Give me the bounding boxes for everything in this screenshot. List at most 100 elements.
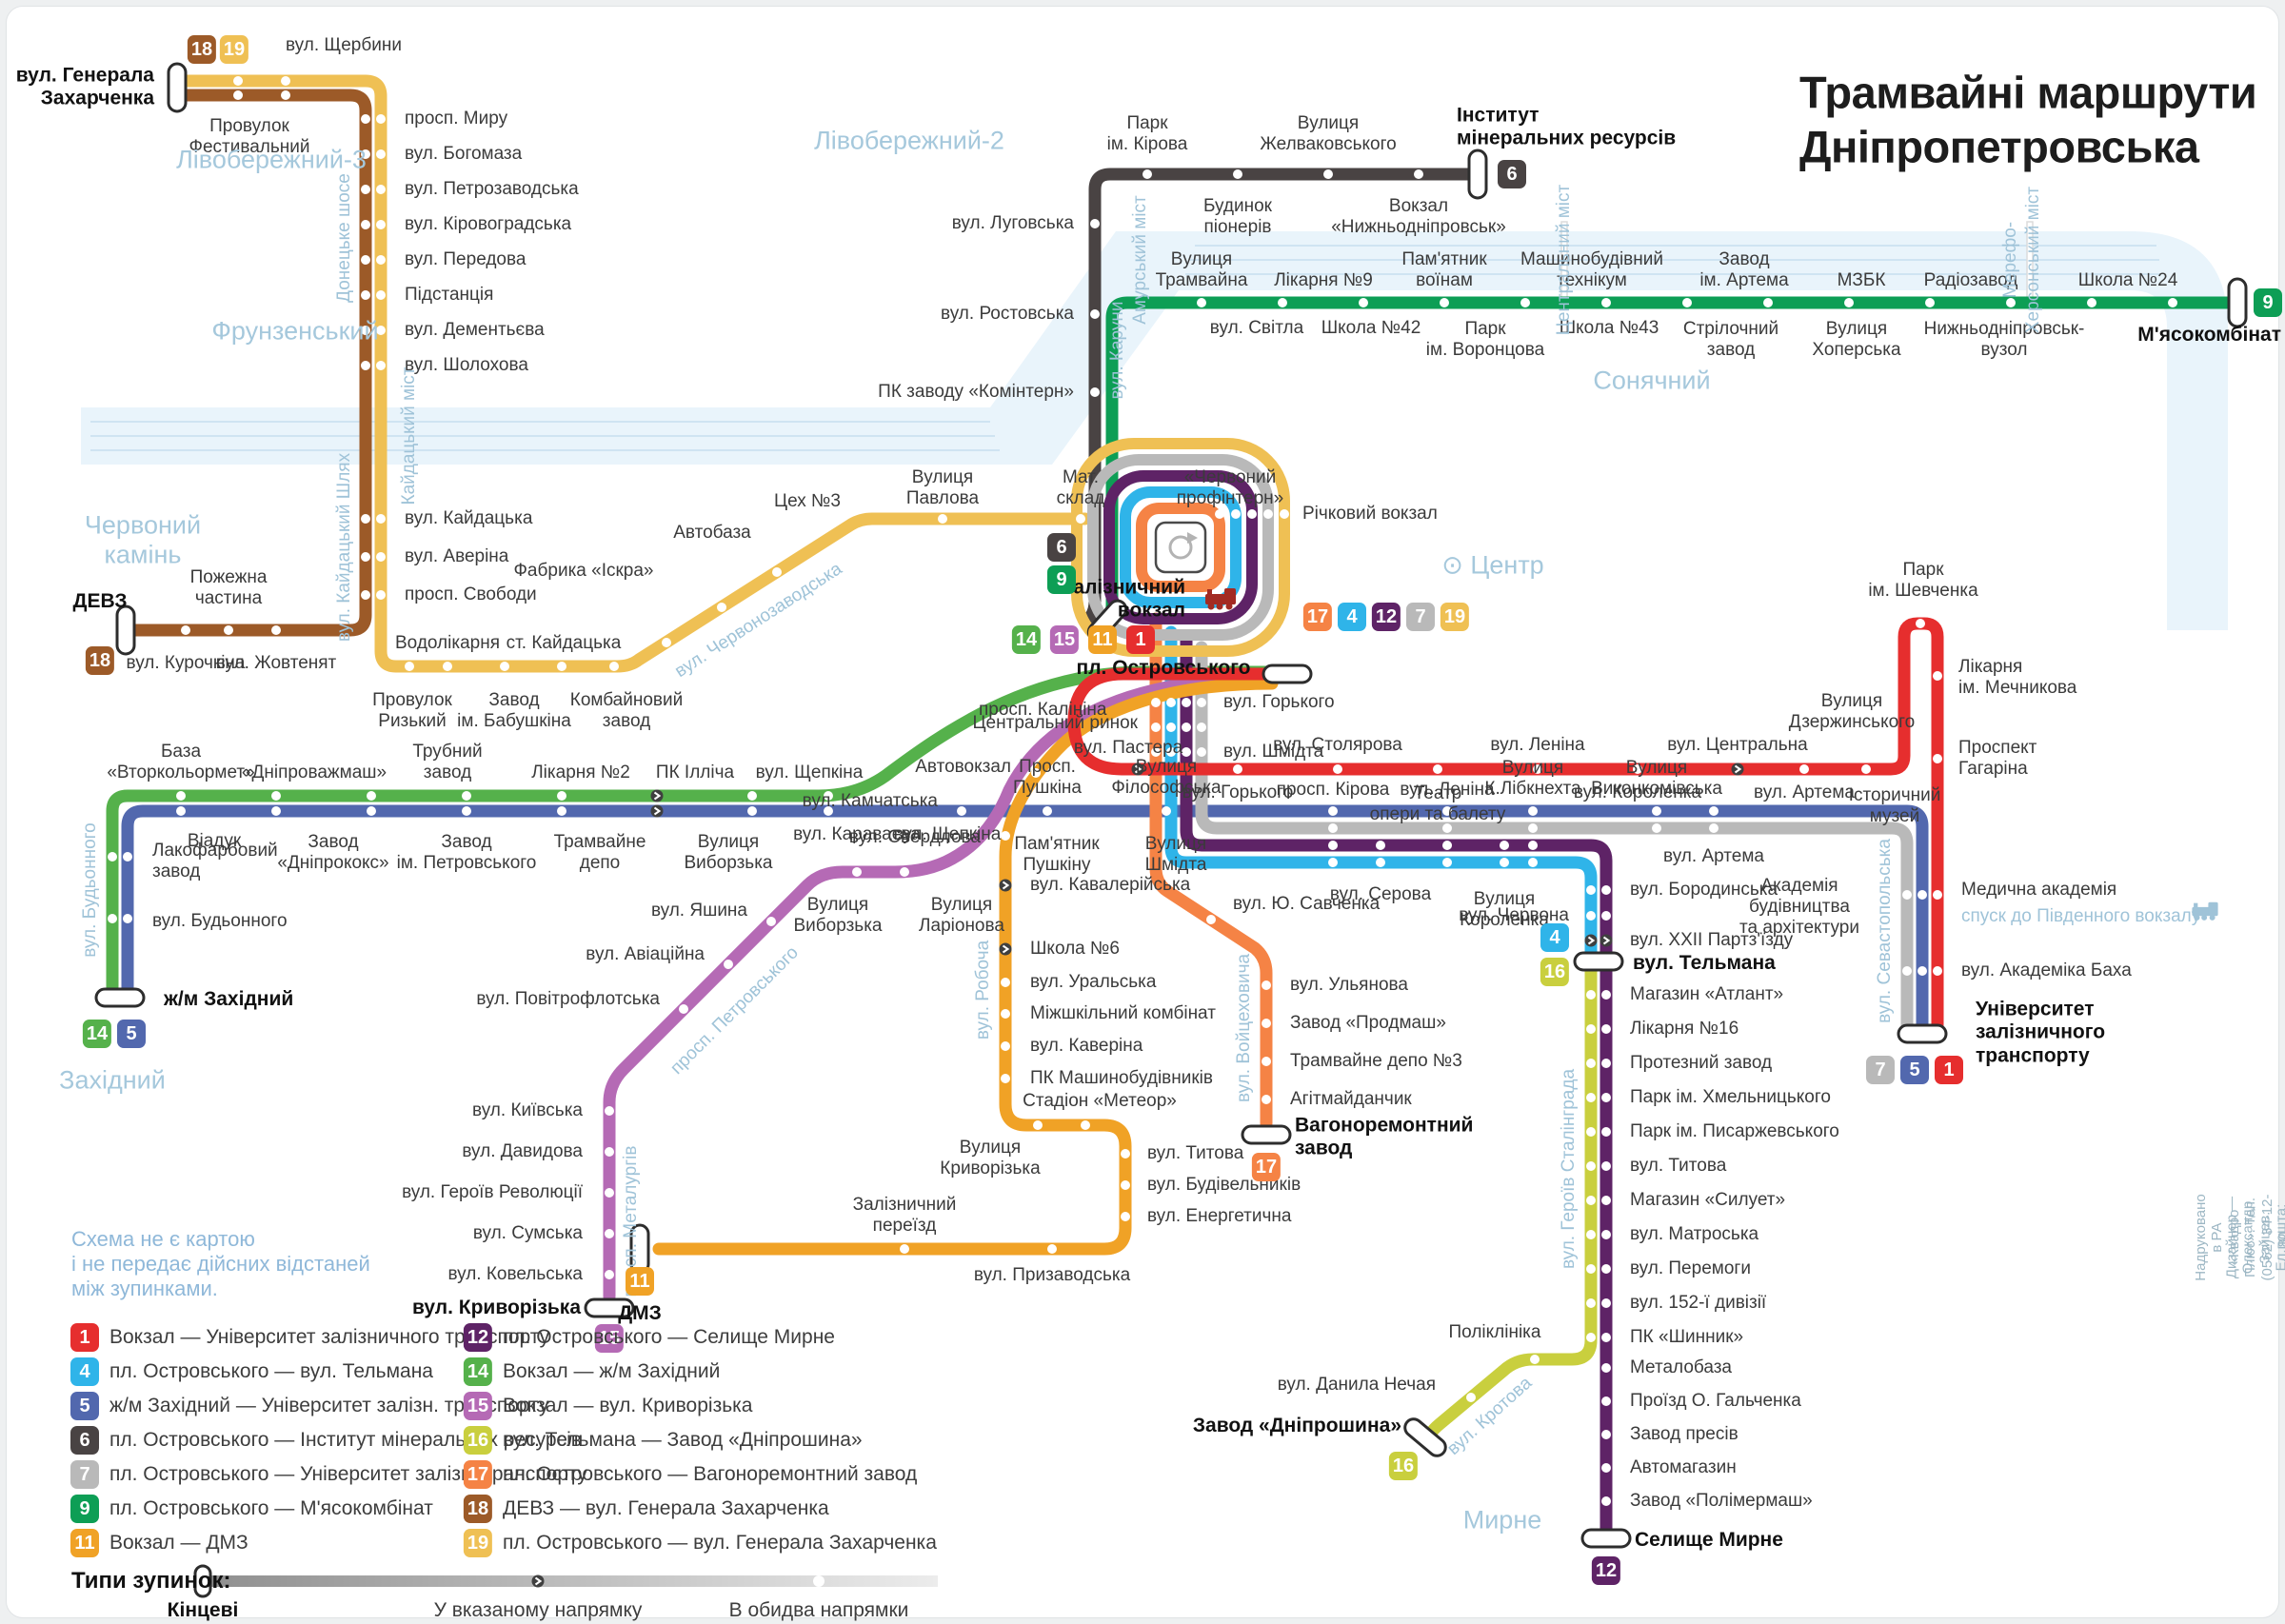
street-label: Кайдацький міст	[398, 366, 419, 505]
loop-ring-12	[1103, 470, 1258, 624]
loop-ring-7	[1087, 454, 1274, 641]
station-dot	[1090, 387, 1100, 397]
station-dot	[1262, 1057, 1271, 1066]
route-badge-9: 9	[70, 1495, 99, 1523]
station-label: вул. Передова	[405, 248, 527, 269]
terminus-capsule	[1241, 1124, 1292, 1145]
station-dot	[1233, 169, 1242, 179]
station-dot	[1709, 806, 1719, 816]
station-label: Центральний ринок	[972, 712, 1139, 733]
station-dot	[1440, 298, 1449, 307]
station-dot	[181, 625, 190, 635]
station-label: Вулиця Павлова	[905, 466, 980, 508]
station-label: Пам'ятник Пушкіну	[1014, 833, 1100, 875]
station-label: Завод пресів	[1630, 1423, 1739, 1444]
stop-types-label: Вокзал — вул. Криворізька	[503, 1394, 753, 1416]
station-dot	[1001, 978, 1010, 987]
loop-square	[1154, 521, 1207, 574]
station-dot	[1601, 1093, 1611, 1102]
station-dot	[224, 625, 233, 635]
station-label: Вулиця Шмідта	[1144, 833, 1207, 875]
station-label: Будинок піонерів	[1203, 195, 1272, 237]
terminus-capsule	[1262, 663, 1313, 684]
station-label: Протезний завод	[1630, 1052, 1773, 1073]
station-label: Вулиця Виборзька	[793, 894, 883, 936]
station-dot	[281, 76, 290, 86]
stop-types-heading: Типи зупинок:	[71, 1568, 231, 1594]
route-badge-19: 19	[463, 1529, 493, 1557]
station-dot	[1215, 509, 1224, 519]
station-label: Стадіон «Метеор»	[1023, 1090, 1177, 1111]
station-dot	[1586, 1059, 1596, 1068]
route-badge-11: 11	[70, 1529, 99, 1557]
station-dot	[361, 149, 370, 159]
terminus-label: вул. Генерала Захарченка	[15, 64, 154, 109]
station-label: вул. Яшина	[650, 900, 747, 921]
station-dot	[1709, 823, 1719, 833]
route-badge-14: 14	[1011, 625, 1042, 654]
station-dot	[1197, 747, 1206, 757]
terminus-capsule	[1580, 1528, 1632, 1549]
station-dot	[1043, 806, 1052, 816]
river	[81, 231, 2228, 630]
station-dot	[1528, 823, 1538, 833]
station-label: Радіозавод	[1923, 269, 2018, 290]
station-label: МЗБК	[1837, 269, 1886, 290]
station-dot	[1763, 298, 1773, 307]
station-dot	[376, 361, 386, 370]
station-label: вул. Ю. Савченка	[1233, 893, 1381, 914]
direction-stop	[650, 804, 664, 818]
route-badge-19: 19	[1440, 603, 1470, 631]
station-label: Трамвайне депо	[553, 831, 646, 873]
street-label: Центральний міст	[1553, 184, 1574, 336]
station-dot	[1586, 1024, 1596, 1034]
station-label: Завод ім. Бабушкіна	[457, 689, 571, 731]
station-label: просп. Свободи	[405, 584, 537, 604]
station-dot	[1601, 1161, 1611, 1171]
station-dot	[662, 638, 671, 647]
terminus-capsule	[1403, 1417, 1447, 1457]
station-dot	[108, 914, 117, 923]
route-badge-5: 5	[117, 1020, 146, 1048]
station-label: Стрілочний завод	[1682, 318, 1779, 360]
station-dot	[1652, 806, 1661, 816]
station-label: вул. Серова	[1329, 883, 1432, 904]
terminus-label: Завод «Дніпрошина»	[1192, 1414, 1401, 1436]
station-dot	[123, 914, 132, 923]
station-dot	[900, 867, 909, 877]
stop-types-label: У вказаному напрямку	[433, 1598, 643, 1621]
station-dot	[361, 590, 370, 600]
station-label: Парк ім. Кірова	[1106, 112, 1188, 154]
station-dot	[679, 1004, 688, 1014]
station-dot	[1601, 1298, 1611, 1308]
station-label: База «Вторкольормет»	[107, 741, 255, 782]
station-label: вул. Ковельська	[447, 1263, 583, 1284]
direction-stop	[1731, 762, 1744, 776]
station-label: вул. Пастера	[1073, 737, 1183, 758]
station-label: Металобаза	[1630, 1357, 1732, 1377]
station-label: Театр опери та балету	[1369, 782, 1506, 824]
station-dot	[1586, 885, 1596, 895]
station-dot	[1933, 890, 1942, 900]
station-dot	[1263, 509, 1273, 519]
station-dot	[1182, 723, 1191, 732]
station-label: вул. Петрозаводська	[405, 178, 579, 199]
route-badge-14: 14	[82, 1020, 112, 1048]
station-dot	[1433, 764, 1442, 774]
station-dot	[1586, 1161, 1596, 1171]
station-dot	[1033, 1120, 1043, 1130]
street-label: вул. Героїв Сталінграда	[1558, 1068, 1579, 1270]
station-label: Трубний завод	[412, 741, 483, 782]
stop-types-direction-sample	[531, 1574, 545, 1588]
station-dot	[1601, 1463, 1611, 1473]
route-badge-6: 6	[1498, 160, 1526, 188]
route-badge-11: 11	[626, 1267, 654, 1296]
station-label: вул. Ульянова	[1290, 974, 1408, 995]
station-label: вул. Ростовська	[941, 303, 1074, 324]
station-dot	[1530, 1355, 1540, 1364]
station-dot	[1633, 764, 1642, 774]
route-badge-14: 14	[463, 1357, 493, 1386]
note-text: між зупинками.	[71, 1277, 218, 1301]
station-dot	[1586, 1230, 1596, 1239]
route-badge-15: 15	[1049, 625, 1080, 654]
